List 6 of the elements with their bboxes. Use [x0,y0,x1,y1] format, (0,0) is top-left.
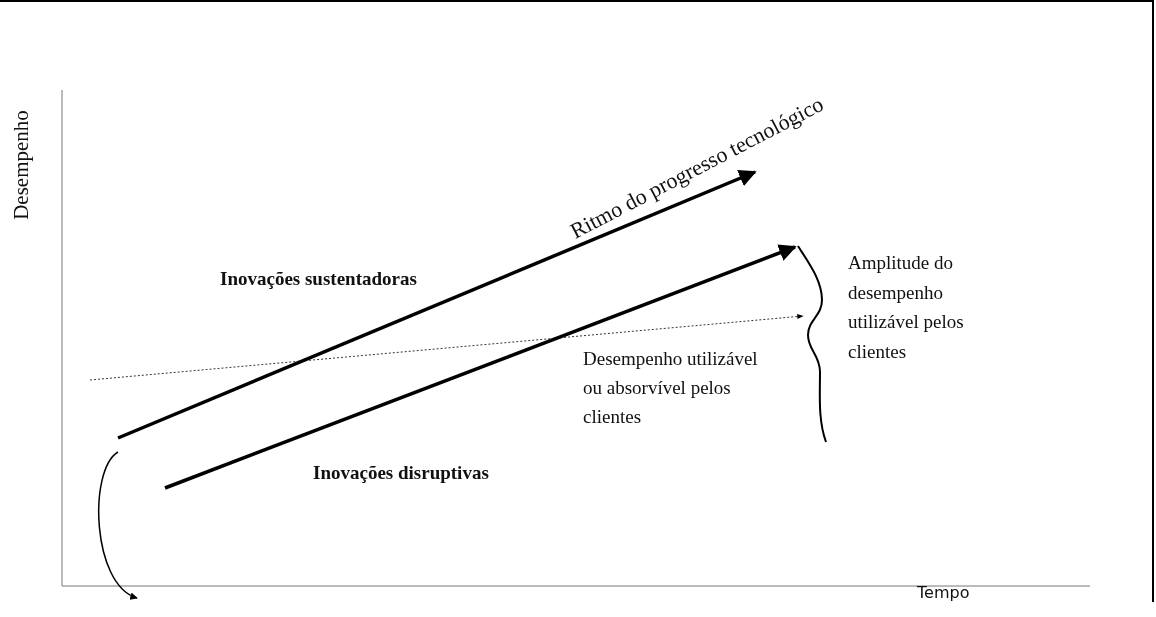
axis-title: Desempenho [9,110,35,220]
axis-title: Tempo [917,583,970,603]
series-label: Inovações disruptivas [313,462,489,485]
series-label: Desempenho utilizável ou absorvível pelos clientes [583,347,759,429]
range-label: Amplitude do desempenho utilizável pelos clientes [848,251,965,364]
series-label: Inovações sustentadoras [220,268,417,291]
